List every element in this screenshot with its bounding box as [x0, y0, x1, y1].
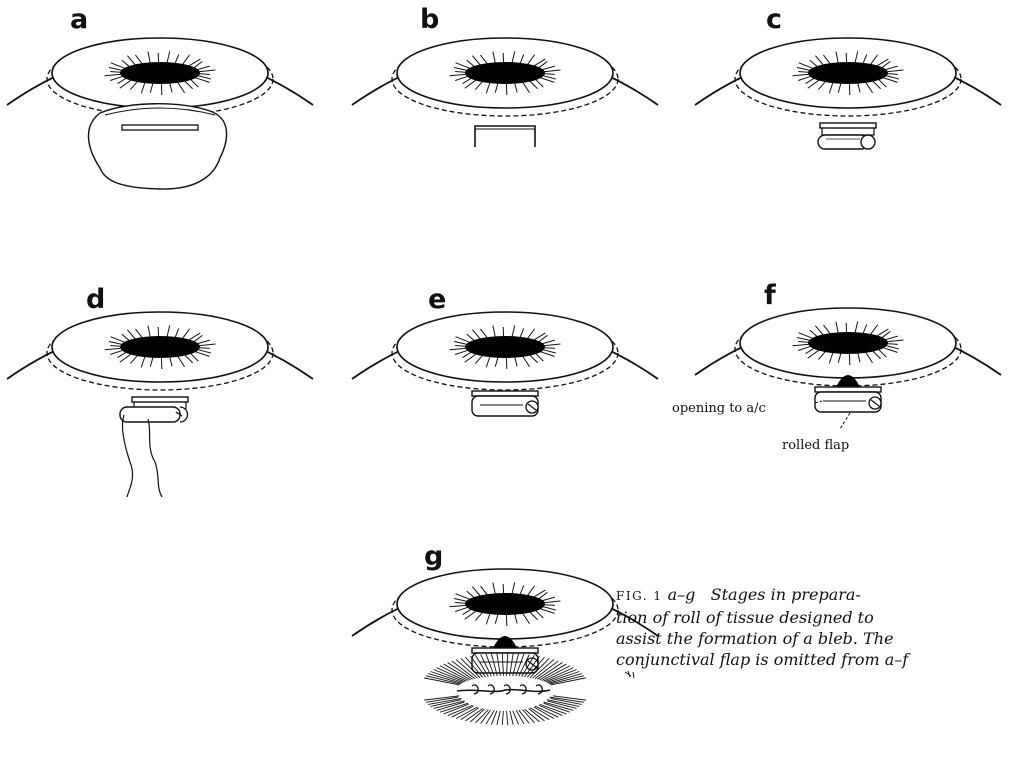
eye-diagram-c [695, 38, 1001, 149]
suture-stitch-5 [536, 685, 542, 694]
flap-side [822, 128, 874, 135]
eye-diagram-a [7, 38, 313, 189]
panel-label-f: f [764, 282, 776, 309]
eye-diagram-g [352, 569, 658, 725]
tissue-strand-left [123, 415, 133, 497]
panel-label-g: g [424, 543, 443, 570]
roll-end [861, 135, 875, 149]
eye-diagram-d [7, 312, 313, 497]
caption-range: a–g [668, 585, 696, 604]
conjunctival-edge-marks [625, 671, 634, 678]
flap-base [820, 123, 876, 128]
caption-line3: assist the formation of a bleb. The [616, 628, 1016, 649]
caption-line2: tion of roll of tissue designed to [616, 607, 1016, 628]
rolled-tissue [120, 407, 180, 422]
flap-base [815, 387, 881, 392]
annotation-rolled-flap: rolled flap [782, 438, 849, 453]
scleral-incision [122, 125, 198, 130]
caption-line4: conjunctival flap is omitted from a–f [616, 649, 1016, 670]
eye-diagram-b [352, 38, 658, 147]
flap-base [472, 648, 538, 653]
panel-label-e: e [428, 286, 446, 313]
panel-label-d: d [86, 286, 105, 313]
pupil [465, 593, 545, 615]
pupil [808, 62, 888, 84]
flap-base [132, 397, 188, 402]
panel-label-b: b [420, 6, 439, 33]
conjunctival-flap [88, 104, 226, 189]
panel-label-c: c [766, 6, 782, 33]
tissue-strand-right [148, 419, 162, 497]
suture-stitch-1 [472, 685, 478, 694]
flap-base [472, 391, 538, 396]
caption-fig-label: FIG. 1 [616, 589, 663, 603]
pupil [808, 332, 888, 354]
pupil [120, 336, 200, 358]
pupil [120, 62, 200, 84]
annotation-opening: opening to a/c [672, 401, 766, 416]
suture-stitch-2 [488, 685, 494, 694]
figure-caption: FIG. 1 a–g Stages in prepara- tion of ro… [616, 584, 1016, 670]
leader-rolled-flap [840, 413, 850, 429]
pupil [465, 336, 545, 358]
pupil [465, 62, 545, 84]
caption-line1: Stages in prepara- [711, 585, 861, 604]
panel-label-a: a [70, 6, 88, 33]
eye-diagram-e [352, 312, 658, 416]
conjunctival-suture-line [457, 690, 550, 692]
